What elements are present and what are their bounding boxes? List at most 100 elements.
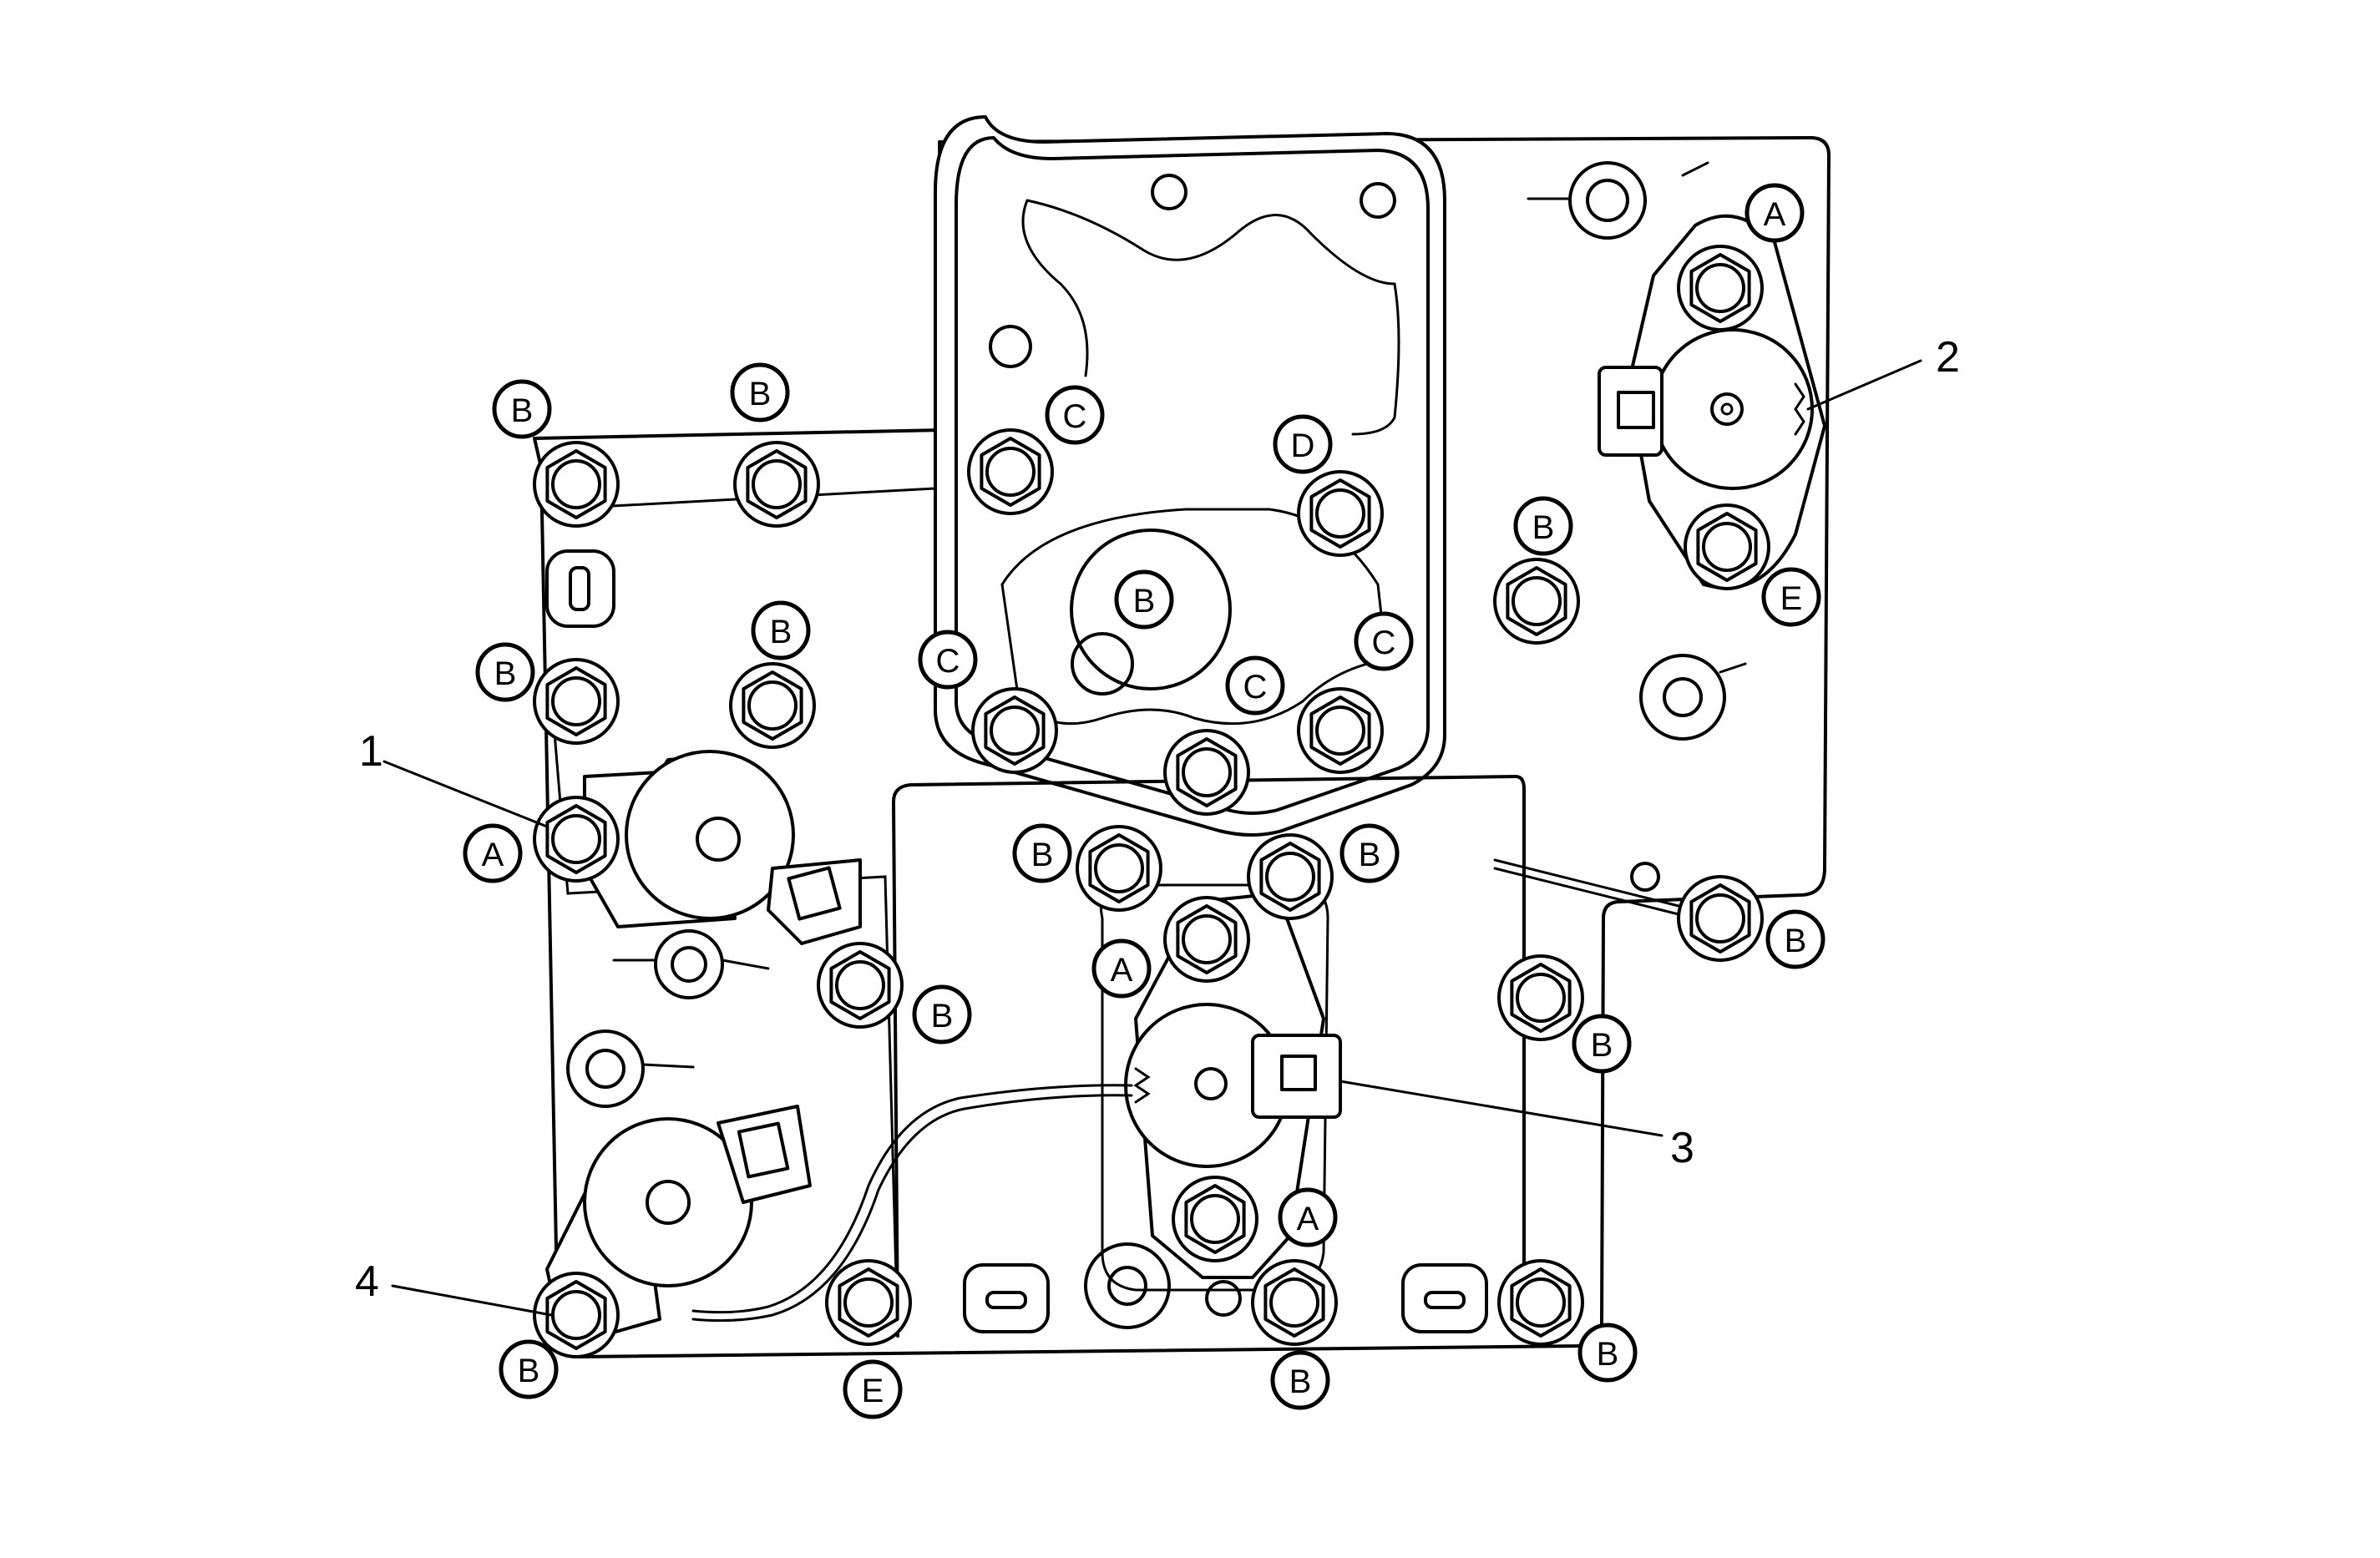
solenoid-1-center (696, 817, 741, 862)
callout-letter: C (1063, 398, 1087, 435)
boss-right-upper-inner (1586, 179, 1629, 222)
callout-letter: B (1359, 837, 1381, 873)
bolt-icon (1172, 1176, 1258, 1262)
bolt-icon (1247, 833, 1334, 920)
boss-right-upper (1568, 161, 1647, 240)
callout-d: D (1273, 414, 1333, 474)
solenoid-3-connector (1251, 1034, 1342, 1119)
bolt-icon (817, 942, 904, 1029)
solenoid-2-center (1710, 392, 1744, 426)
solenoid-2-connector-face (1617, 391, 1655, 429)
bolt-icon (1497, 954, 1584, 1041)
bolt-icon (1163, 896, 1250, 983)
part-number-label: 3 (1670, 1124, 1694, 1172)
solenoid-3-screen (1133, 1067, 1151, 1104)
callout-c: C (1225, 655, 1285, 716)
callout-b: B (730, 362, 790, 422)
part-number-label: 2 (1936, 333, 1960, 382)
callout-b: B (1339, 823, 1400, 883)
solenoid-3-connector-face (1280, 1055, 1317, 1091)
callout-letter: E (1780, 580, 1803, 617)
boss-right-mid-inner (1663, 677, 1703, 717)
callout-a: A (1091, 938, 1152, 999)
boss-right-wire (1630, 862, 1660, 892)
slot-bottom-2-inner (1424, 1291, 1466, 1309)
boss-right-mid-tab (1719, 662, 1747, 674)
solenoid-2-screen (1794, 382, 1805, 436)
boss-left-low-inner (585, 1049, 625, 1089)
callout-b: B (751, 600, 811, 660)
callout-letter: B (518, 1353, 540, 1389)
solenoid-wire (691, 1084, 1133, 1314)
callout-letter: B (749, 376, 772, 412)
bolt-layer (533, 245, 1770, 1358)
upper-cover-inner (955, 136, 1430, 815)
callout-a: A (1744, 183, 1805, 243)
callout-c: C (918, 630, 978, 690)
callout-letter: C (936, 643, 960, 680)
callout-a: A (1278, 1187, 1338, 1247)
callout-b: B (475, 642, 535, 702)
bolt-icon (533, 441, 620, 528)
callout-letter: B (511, 392, 534, 429)
callout-b: B (499, 1339, 559, 1399)
bolt-icon (1297, 687, 1384, 774)
bolt-icon (729, 662, 816, 749)
wire-right (1493, 858, 1680, 916)
solenoid-1-connector (767, 858, 862, 945)
callout-a: A (463, 823, 523, 883)
slot-bottom-1 (963, 1263, 1050, 1333)
bolt-icon (1497, 1259, 1584, 1346)
callout-letter: E (862, 1373, 884, 1409)
boss-left-low (566, 1029, 645, 1108)
leader-line (1339, 1080, 1663, 1137)
callout-letter: B (1133, 583, 1156, 620)
callout-letter: B (1532, 509, 1555, 546)
slot-bottom-2 (1401, 1263, 1488, 1333)
boss-left-mid-inner (671, 946, 707, 983)
callout-letter: D (1291, 427, 1315, 464)
solenoid-4-connector-face (737, 1121, 790, 1179)
lower-center-pad (892, 775, 1526, 1338)
boss-left-low-tab (641, 1063, 695, 1069)
callout-letter: A (482, 837, 504, 873)
callout-letter: B (1031, 837, 1054, 873)
callout-letter: B (770, 614, 792, 650)
bolt-icon (1493, 558, 1580, 645)
callout-b: B (1012, 823, 1072, 883)
callout-b: B (1114, 569, 1174, 630)
bolt-icon (1684, 503, 1770, 590)
solenoid-4-center (646, 1180, 691, 1225)
callout-letter: A (1111, 952, 1133, 989)
callout-e: E (1761, 567, 1821, 627)
solenoid-1-connector-face (787, 866, 842, 921)
cover-channel-mid (1000, 508, 1388, 726)
callout-e: E (843, 1359, 903, 1419)
leader-line (391, 1284, 553, 1317)
callout-c: C (1045, 385, 1105, 445)
boss-bottom (1084, 1242, 1171, 1329)
solenoid-4-body (583, 1117, 753, 1287)
bolt-icon (1251, 1259, 1338, 1346)
bolt-icon (533, 1272, 620, 1358)
callout-letter: B (931, 998, 954, 1034)
bolt-icon (825, 1259, 912, 1346)
callout-c: C (1354, 611, 1414, 671)
callout-letter: B (1785, 923, 1807, 959)
boss-right-mid (1639, 654, 1726, 741)
cover-hole (1151, 174, 1187, 210)
callout-letter: B (494, 655, 517, 692)
bolt-icon (533, 658, 620, 745)
callout-letter: A (1764, 196, 1786, 233)
solenoid-3-center (1194, 1067, 1228, 1100)
boss-left-mid-tab (612, 959, 770, 970)
callout-b: B (492, 379, 552, 439)
callout-letter: B (1289, 1363, 1312, 1400)
callout-b: B (1577, 1323, 1638, 1383)
boss-right-upper-tab (1527, 161, 1709, 200)
boss-left-mid (654, 929, 724, 999)
callout-letter: B (1597, 1336, 1619, 1373)
